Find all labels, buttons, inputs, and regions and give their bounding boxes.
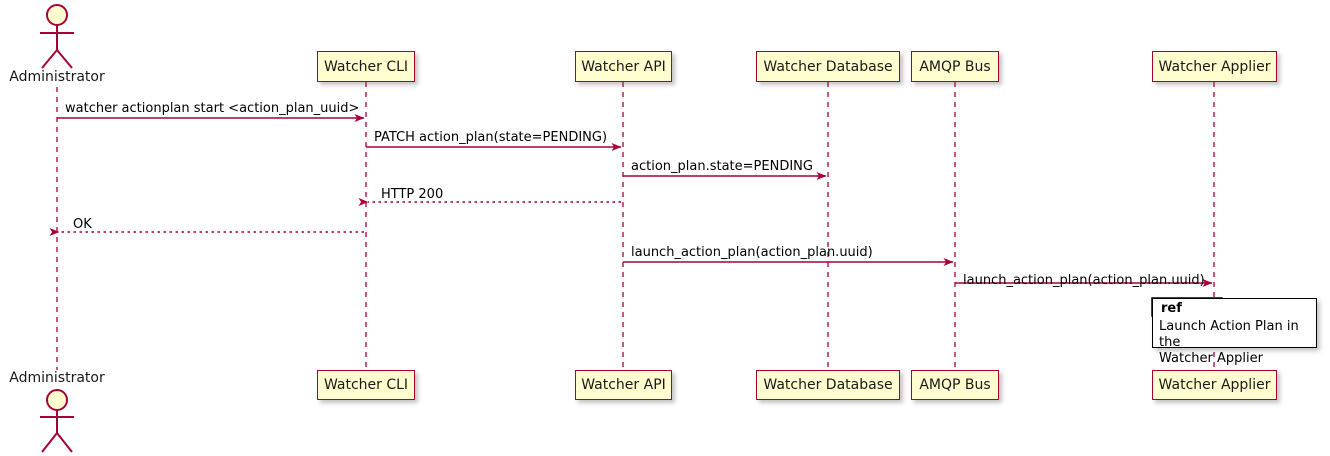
participant-label: Watcher Applier [1158,377,1271,393]
participant-label: Watcher Database [763,58,893,75]
message-label-7: launch_action_plan(action_plan.uuid) [963,273,1205,288]
actor-figure-bottom [40,389,74,453]
participant-box-watcher-api-top[interactable]: Watcher API [575,51,672,82]
participant-box-watcher-database-bottom[interactable]: Watcher Database [756,370,900,400]
participant-box-watcher-cli-top[interactable]: Watcher CLI [317,51,415,82]
message-label-3: action_plan.state=PENDING [631,159,813,174]
actor-figure-top [40,4,74,69]
message-label-5: OK [73,217,92,232]
participant-label: AMQP Bus [919,58,991,75]
participant-label: Watcher CLI [323,377,409,393]
participant-box-watcher-database-top[interactable]: Watcher Database [756,51,900,82]
participant-box-amqp-bus-top[interactable]: AMQP Bus [911,51,999,82]
participant-box-watcher-applier-bottom[interactable]: Watcher Applier [1152,370,1277,400]
participant-label: Watcher API [581,377,666,393]
message-label-6: launch_action_plan(action_plan.uuid) [631,245,873,260]
participant-label: Watcher Applier [1158,58,1271,75]
participant-label: Watcher API [581,58,666,75]
participant-box-amqp-bus-bottom[interactable]: AMQP Bus [911,370,999,400]
participant-box-watcher-applier-top[interactable]: Watcher Applier [1152,51,1277,82]
actor-label-administrator-top: Administrator [9,69,105,85]
actor-label-administrator-bottom: Administrator [9,370,105,386]
participant-label: Watcher Database [763,377,893,393]
message-label-1: watcher actionplan start <action_plan_uu… [65,101,360,116]
participant-box-watcher-cli-bottom[interactable]: Watcher CLI [317,370,415,400]
ref-fragment-operator: ref [1153,299,1223,317]
ref-fragment-body: Launch Action Plan in the Watcher Applie… [1159,319,1299,366]
message-label-2: PATCH action_plan(state=PENDING) [374,130,608,145]
participant-box-watcher-api-bottom[interactable]: Watcher API [575,370,672,400]
message-label-4: HTTP 200 [381,187,444,202]
ref-fragment: ref Launch Action Plan in the Watcher Ap… [1152,298,1317,366]
participant-label: AMQP Bus [919,377,991,393]
participant-label: Watcher CLI [323,58,409,75]
